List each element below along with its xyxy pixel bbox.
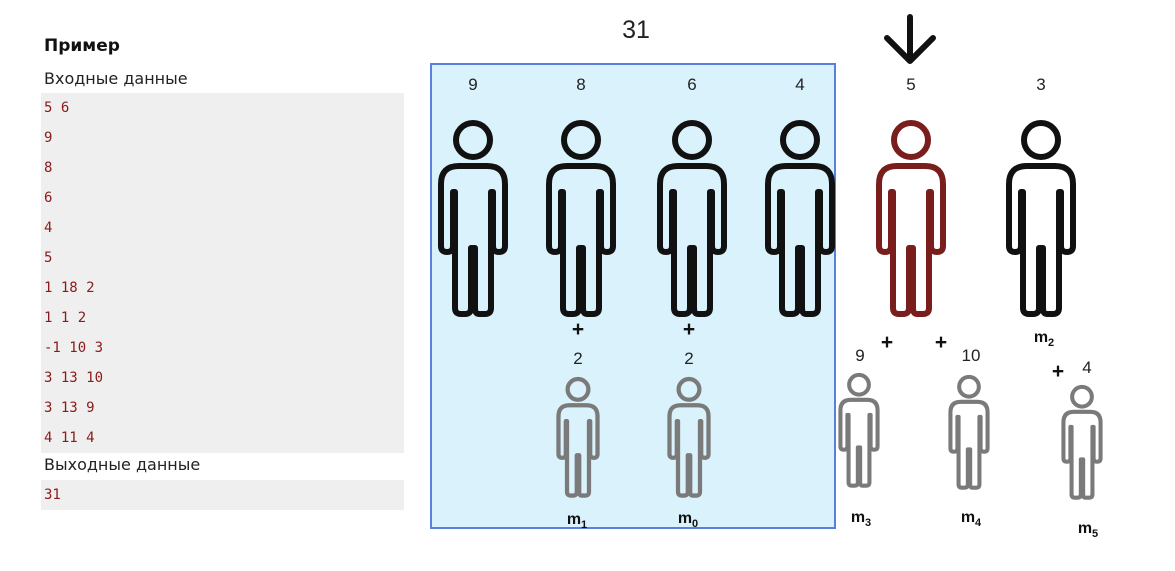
person-icon <box>546 120 616 317</box>
m-label-base: m <box>1033 329 1049 346</box>
small-person-icon <box>556 376 600 498</box>
down-arrow-icon <box>884 14 936 64</box>
input-line: 8 <box>44 160 53 176</box>
top-value: 9 <box>468 75 478 94</box>
m-label-sub: 3 <box>865 517 872 530</box>
total-value: 31 <box>622 16 650 44</box>
m-label: m1 <box>552 511 602 531</box>
person-icon <box>1006 120 1076 317</box>
plus-sign: + <box>1051 360 1065 383</box>
bottom-value: 10 <box>961 346 981 365</box>
output-label: Выходные данные <box>44 455 201 474</box>
bottom-value: 2 <box>573 349 583 368</box>
input-line: -1 10 3 <box>44 340 104 356</box>
small-person-icon <box>667 376 711 498</box>
person-icon <box>438 120 508 317</box>
output-block: 31 <box>41 480 404 510</box>
plus-sign: + <box>571 318 585 341</box>
top-value: 6 <box>687 75 697 94</box>
input-line: 9 <box>44 130 53 146</box>
input-line: 1 18 2 <box>44 280 95 296</box>
output-line: 31 <box>44 487 61 503</box>
m-label: m2 <box>1019 329 1069 349</box>
m-label-sub: 2 <box>1048 337 1055 350</box>
m-label-sub: 1 <box>581 519 588 532</box>
input-line: 4 <box>44 220 53 236</box>
top-value: 8 <box>576 75 586 94</box>
small-person-icon <box>948 374 990 490</box>
m-label: m0 <box>663 510 713 530</box>
input-line: 3 13 9 <box>44 400 95 416</box>
person-icon <box>765 120 835 317</box>
m-label-base: m <box>1077 520 1093 537</box>
m-label-base: m <box>850 509 866 526</box>
m-label-base: m <box>960 509 976 526</box>
bottom-value: 9 <box>855 346 865 365</box>
m-label: m4 <box>946 509 996 529</box>
small-person-icon <box>1061 384 1103 500</box>
input-line: 5 <box>44 250 53 266</box>
top-value: 3 <box>1036 75 1046 94</box>
top-value: 4 <box>795 75 805 94</box>
top-value: 5 <box>906 75 916 94</box>
input-line: 1 1 2 <box>44 310 87 326</box>
bottom-value: 4 <box>1082 358 1092 377</box>
m-label-sub: 0 <box>692 518 699 531</box>
input-line: 4 11 4 <box>44 430 95 446</box>
bottom-value: 2 <box>684 349 694 368</box>
selection-highlight-box <box>430 63 836 529</box>
input-line: 6 <box>44 190 53 206</box>
person-icon <box>657 120 727 317</box>
input-line: 5 6 <box>44 100 70 116</box>
selected-person-icon <box>876 120 946 317</box>
m-label-base: m <box>677 510 693 527</box>
m-label: m5 <box>1063 520 1113 540</box>
plus-sign: + <box>934 331 948 354</box>
m-label-base: m <box>566 511 582 528</box>
input-label: Входные данные <box>44 69 188 88</box>
plus-sign: + <box>880 331 894 354</box>
m-label-sub: 5 <box>1092 528 1099 541</box>
input-block: 5 6 9 8 6 4 5 1 18 2 1 1 2 -1 10 3 3 13 … <box>41 93 404 453</box>
input-line: 3 13 10 <box>44 370 104 386</box>
m-label: m3 <box>836 509 886 529</box>
small-person-icon <box>838 372 880 488</box>
sample-title: Пример <box>44 36 120 56</box>
m-label-sub: 4 <box>975 517 982 530</box>
plus-sign: + <box>682 318 696 341</box>
